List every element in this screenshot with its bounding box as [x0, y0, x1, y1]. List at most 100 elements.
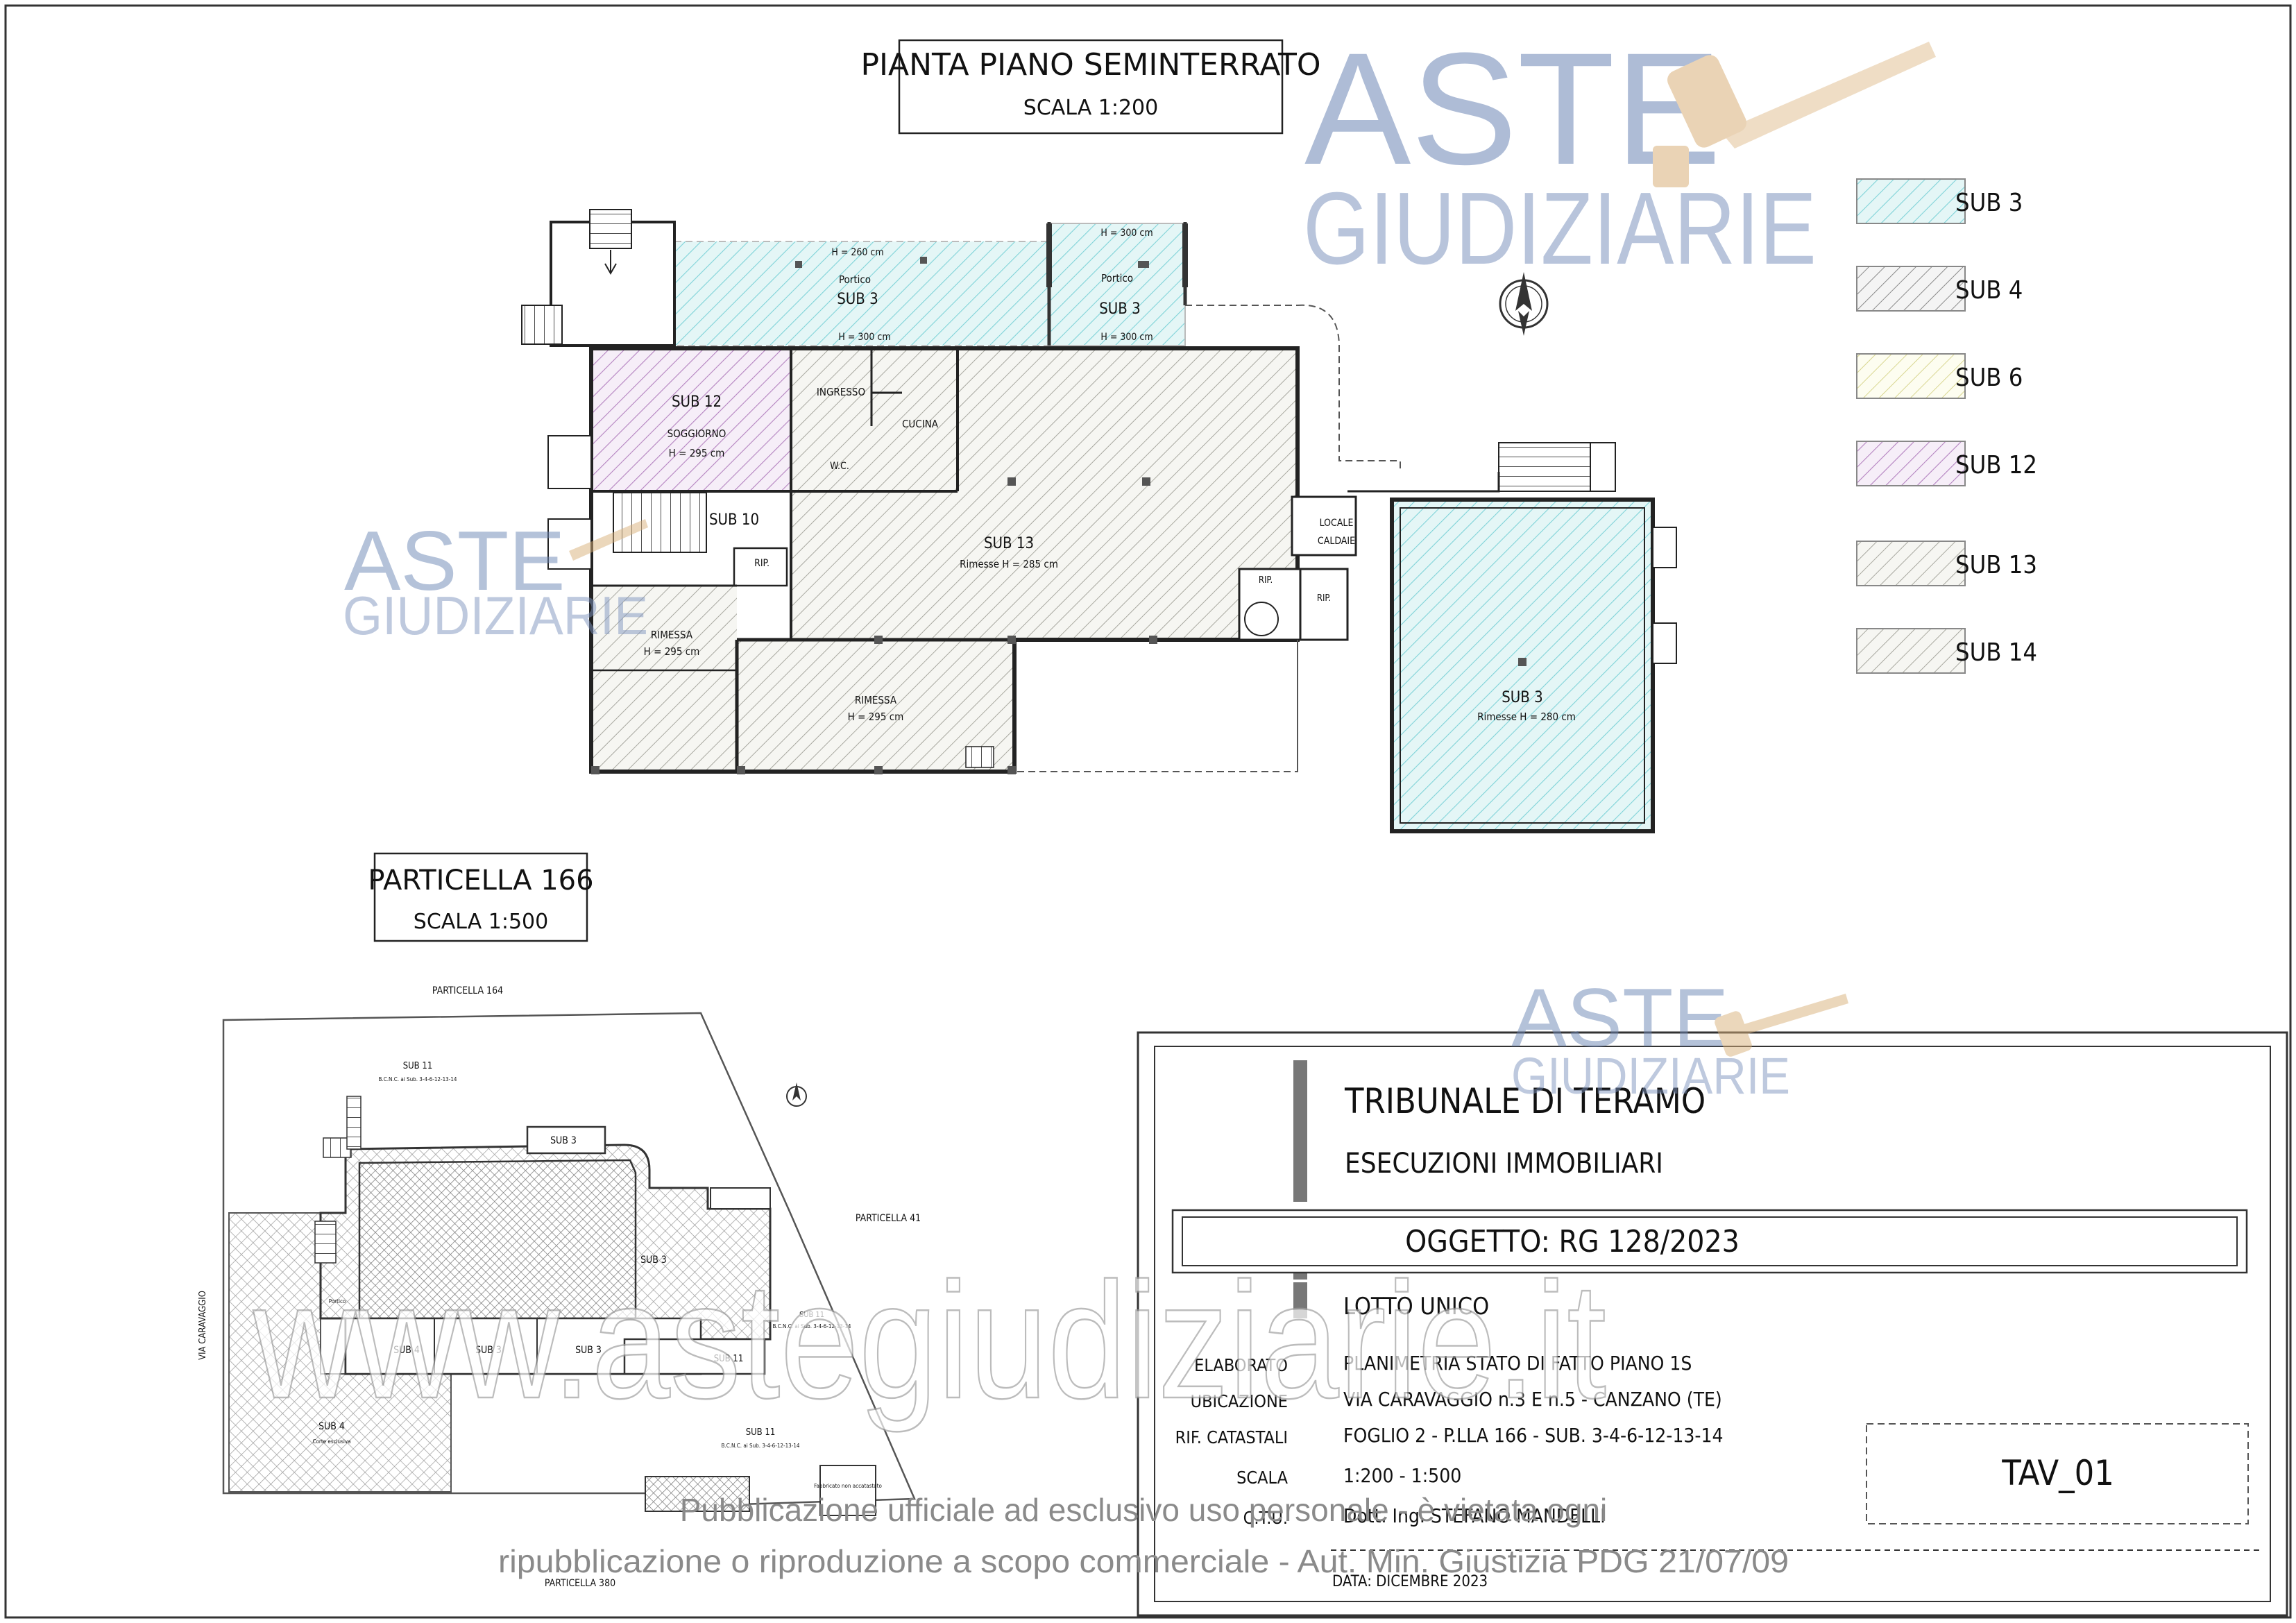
label-site-sub11c: SUB 11	[714, 1354, 744, 1364]
row-value-scala: 1:200 - 1:500	[1343, 1464, 1461, 1487]
tav-number: TAV_01	[2001, 1453, 2114, 1493]
label-sub3a: SUB 3	[837, 291, 878, 308]
row-value-ubicazione: VIA CARAVAGGIO n.3 E n.5 - CANZANO (TE)	[1343, 1388, 1722, 1411]
portico-sub3-left	[674, 241, 1050, 346]
label-soggiorno: SOGGIORNO	[667, 427, 726, 440]
label-ingresso: INGRESSO	[817, 386, 865, 398]
label-sub13: SUB 13	[984, 535, 1034, 552]
row-value-ctu: Dott. Ing. STEFANO MANDELLI	[1343, 1504, 1606, 1527]
legend-item-sub6: SUB 6	[1856, 353, 2023, 399]
watermark-notice-line1: Pubblicazione ufficiale ad esclusivo uso…	[680, 1492, 1608, 1528]
sub3-rimesse	[1390, 498, 1655, 833]
label-site-portico: Portico	[329, 1298, 346, 1305]
label-fabbricato: Fabbricato non accatastato	[814, 1483, 882, 1489]
legend-label-sub3: SUB 3	[1955, 189, 2023, 217]
label-rimessa1: RIMESSA	[651, 629, 693, 641]
site-sub3-top	[526, 1125, 606, 1155]
department-name: ESECUZIONI IMMOBILIARI	[1345, 1148, 1663, 1180]
north-arrow-icon	[1499, 272, 1549, 336]
row-label-elaborato: ELABORATO	[1194, 1355, 1288, 1375]
watermark-logo-large: ASTE GIUDIZIARIE	[1303, 19, 1936, 286]
plan-scale: SCALA 1:200	[1023, 96, 1158, 120]
rip-room-3	[1299, 568, 1349, 641]
label-sub12: SUB 12	[672, 393, 722, 411]
legend-label-sub12: SUB 12	[1955, 451, 2037, 479]
sheet-border	[4, 4, 2292, 1619]
portico-sub3-right	[1048, 223, 1186, 346]
legend-item-sub13: SUB 13	[1856, 541, 2037, 586]
label-p41: PARTICELLA 41	[856, 1213, 921, 1224]
label-site-sub3-4: SUB 3	[575, 1345, 602, 1356]
row-value-elaborato: PLANIMETRIA STATO DI FATTO PIANO 1S	[1343, 1352, 1692, 1375]
site-scale: SCALA 1:500	[414, 910, 548, 934]
label-site-sub3-3: SUB 3	[475, 1345, 502, 1356]
oggetto: OGGETTO: RG 128/2023	[1405, 1224, 1740, 1259]
watermark-logo-small: ASTE GIUDIZIARIE	[1511, 971, 1848, 1105]
wm-aste-large: ASTE	[1304, 19, 1721, 198]
label-rimesse285: Rimesse H = 285 cm	[960, 558, 1058, 570]
sub12-area	[591, 348, 791, 491]
legend-item-sub4: SUB 4	[1856, 266, 2023, 312]
label-caldaie: CALDAIE	[1318, 536, 1355, 547]
label-p380: PARTICELLA 380	[545, 1578, 615, 1589]
wm-giudiziarie-small: GIUDIZIARIE	[1511, 1047, 1790, 1105]
label-h295c: H = 295 cm	[848, 711, 904, 723]
floor-plan: H = 260 cm Portico SUB 3 H = 300 cm H = …	[521, 209, 1677, 833]
label-h300b: H = 300 cm	[1100, 228, 1153, 239]
label-h295b: H = 295 cm	[644, 645, 700, 658]
label-p164: PARTICELLA 164	[432, 985, 503, 996]
legend: SUB 3 SUB 4 SUB 6 SUB 12 SUB 13 SUB 14	[1856, 178, 2037, 674]
sub10-stairs	[613, 492, 707, 553]
title-block: TRIBUNALE DI TERAMO ESECUZIONI IMMOBILIA…	[1137, 1031, 2288, 1617]
label-wc: W.C.	[830, 461, 849, 472]
title-accent-bar	[1293, 1060, 1307, 1202]
wm-giudiziarie-mid: GIUDIZIARIE	[343, 585, 648, 646]
wm-aste-small: ASTE	[1511, 971, 1728, 1064]
label-site-sub3-2: SUB 3	[640, 1255, 667, 1266]
label-via: VIA CARAVAGGIO	[198, 1291, 208, 1360]
lotto: LOTTO UNICO	[1343, 1293, 1489, 1320]
label-portico1: Portico	[839, 273, 871, 286]
label-rimessa2: RIMESSA	[855, 694, 897, 706]
site-north-arrow-icon	[786, 1082, 807, 1107]
locale-caldaie	[1291, 495, 1357, 556]
label-rip2: RIP.	[1259, 575, 1273, 586]
legend-label-sub13: SUB 13	[1955, 551, 2037, 579]
label-site-sub11a-note: B.C.N.C. ai Sub. 3-4-6-12-13-14	[773, 1323, 851, 1329]
row-label-ctu: C.T.U.	[1243, 1508, 1288, 1528]
legend-item-sub14: SUB 14	[1856, 628, 2037, 674]
court-name: TRIBUNALE DI TERAMO	[1344, 1081, 1706, 1121]
legend-label-sub4: SUB 4	[1955, 276, 2023, 305]
titleblock-rows: ELABORATO PLANIMETRIA STATO DI FATTO PIA…	[1175, 1352, 1724, 1590]
row-label-rif: RIF. CATASTALI	[1175, 1427, 1288, 1447]
legend-item-sub3: SUB 3	[1856, 178, 2023, 224]
site-title-box: PARTICELLA 166 SCALA 1:500	[368, 852, 594, 942]
watermark-logo-mid: ASTE GIUDIZIARIE	[343, 513, 648, 646]
label-h300c: H = 300 cm	[1100, 332, 1153, 343]
watermark-notice-line2: ripubblicazione o riproduzione a scopo c…	[498, 1543, 1789, 1579]
row-label-ubicazione: UBICAZIONE	[1191, 1391, 1288, 1411]
watermark-url: www.astegiudiziarie.it	[253, 1249, 1606, 1433]
label-site-sub11a: SUB 11	[799, 1310, 824, 1319]
label-site-sub4b: SUB 4	[318, 1421, 345, 1432]
site-title: PARTICELLA 166	[368, 865, 593, 897]
wm-giudiziarie-large: GIUDIZIARIE	[1303, 171, 1817, 286]
legend-label-sub6: SUB 6	[1955, 364, 2023, 392]
label-h260: H = 260 cm	[831, 247, 883, 258]
row-label-scala: SCALA	[1236, 1468, 1288, 1488]
label-sub10: SUB 10	[709, 511, 759, 529]
label-h295a: H = 295 cm	[669, 447, 725, 459]
label-site-sub4: SUB 4	[393, 1345, 420, 1356]
label-site-sub4b-note: Corte esclusiva	[312, 1438, 350, 1445]
label-site-sub11b: SUB 11	[746, 1427, 776, 1438]
label-site-sub3-1: SUB 3	[550, 1135, 577, 1146]
label-rip1: RIP.	[754, 558, 769, 569]
label-sub11-top: SUB 11	[403, 1061, 433, 1071]
label-sub11-top-note: B.C.N.C. ai Sub. 3-4-6-12-13-14	[379, 1076, 457, 1082]
wm-aste-mid: ASTE	[344, 513, 566, 608]
legend-item-sub12: SUB 12	[1856, 441, 2037, 486]
site-plan: PARTICELLA 164 PARTICELLA 41 PARTICELLA …	[198, 985, 921, 1589]
label-h300a: H = 300 cm	[838, 332, 890, 343]
plan-title: PIANTA PIANO SEMINTERRATO	[860, 47, 1320, 83]
